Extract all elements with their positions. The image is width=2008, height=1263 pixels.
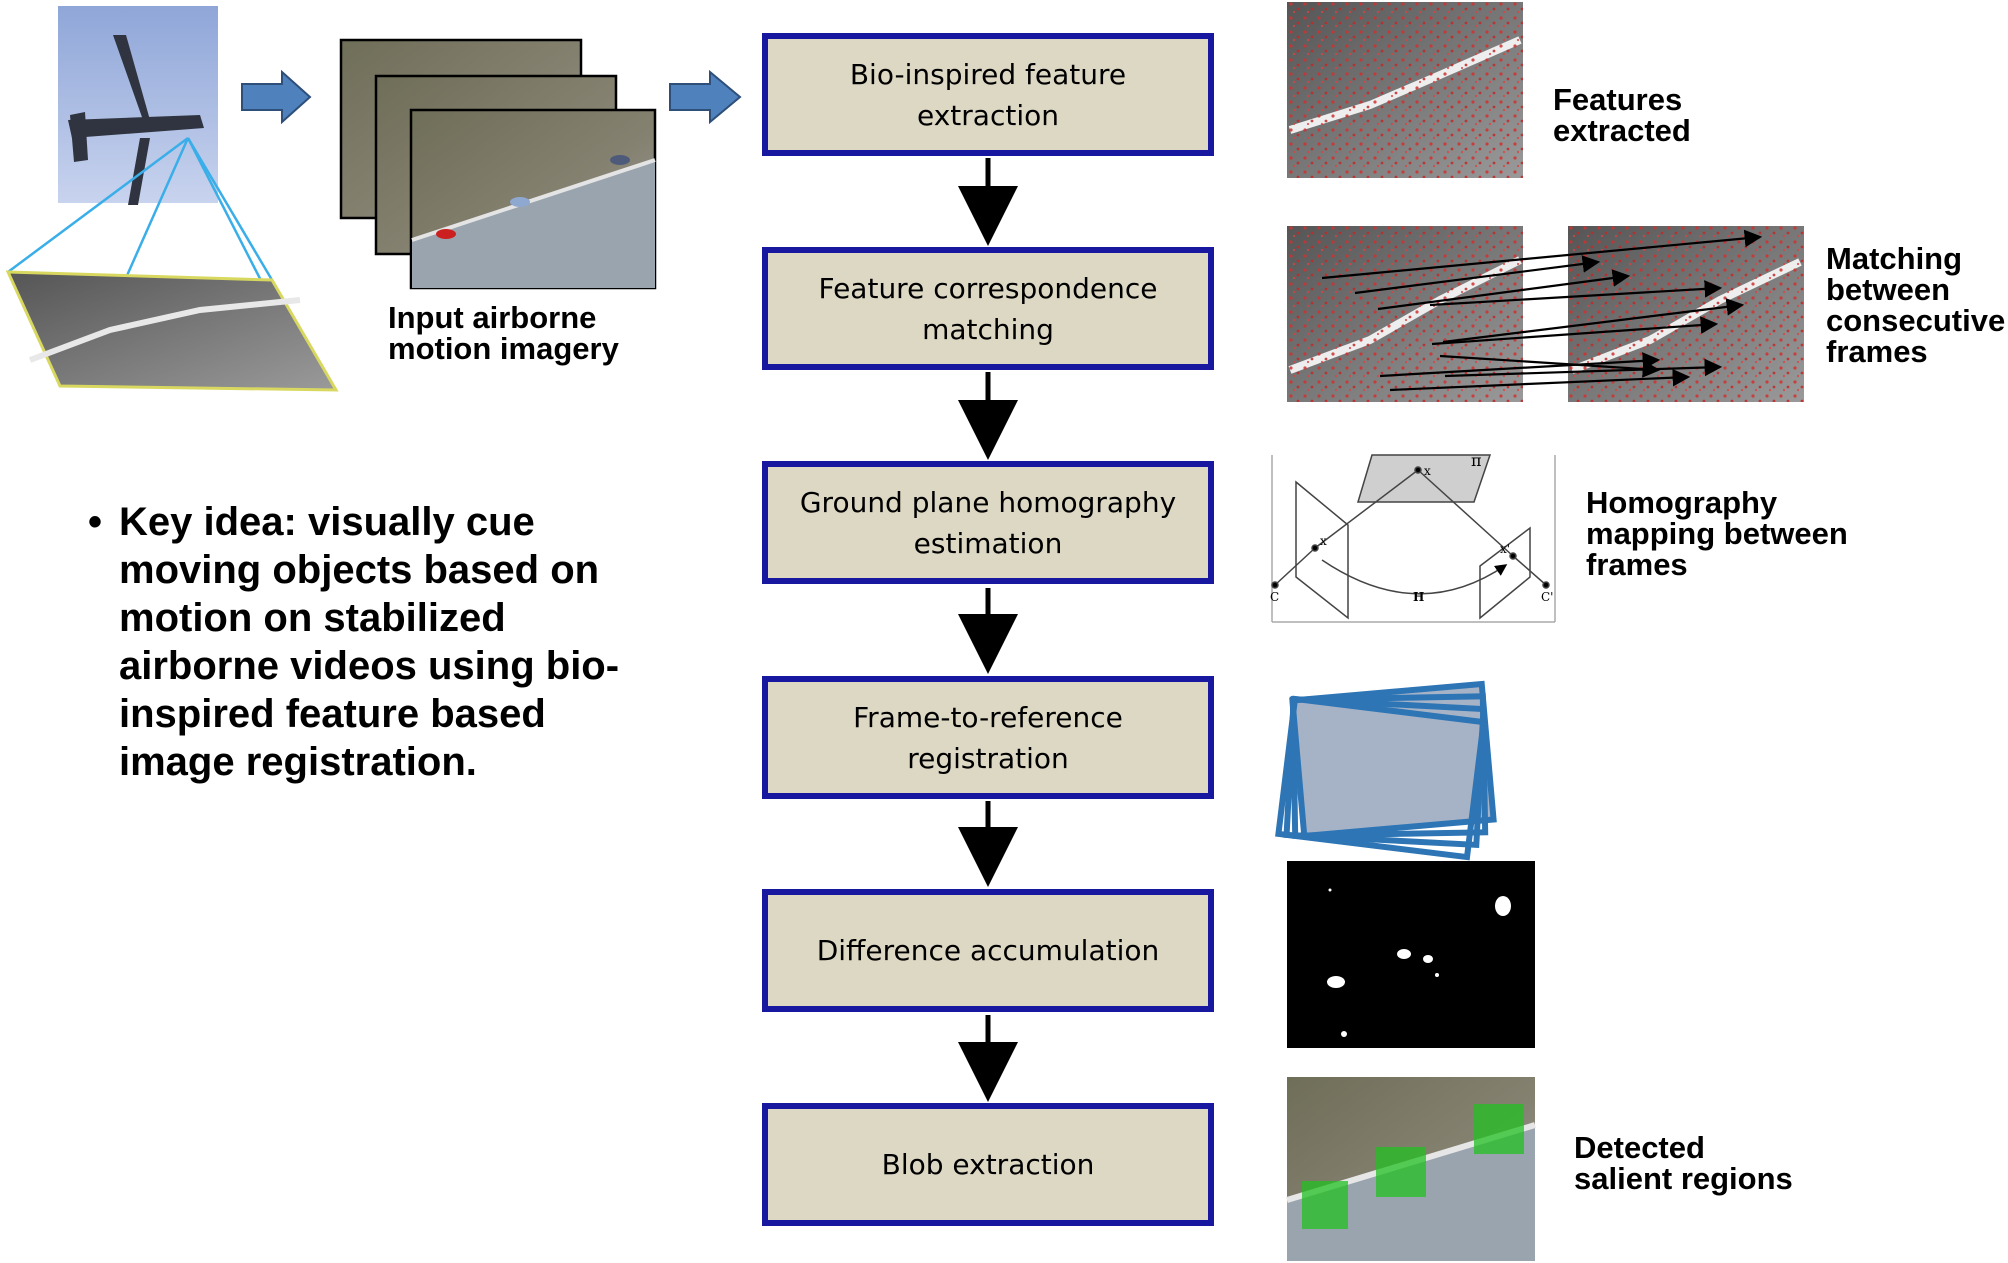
input-arrow-2: [669, 69, 742, 125]
step-label: Difference accumulation: [816, 934, 1160, 967]
label-pi: π: [1471, 451, 1482, 470]
label-C-right: C': [1541, 590, 1553, 604]
aircraft-illustration: [5, 6, 339, 392]
step-blob-extraction: Blob extraction: [762, 1103, 1214, 1226]
step-difference-accumulation: Difference accumulation: [762, 889, 1214, 1012]
detection-box-3: [1474, 1104, 1524, 1154]
label-x-prime: x': [1500, 542, 1510, 556]
label-detected-regions: Detected salient regions: [1574, 1130, 1793, 1196]
step-feature-extraction: Bio-inspired feature extraction: [762, 33, 1214, 156]
step-correspondence-matching: Feature correspondence matching: [762, 247, 1214, 370]
matching-images: [1287, 226, 1804, 402]
step-label: Frame-to-reference registration: [853, 700, 1123, 775]
homography-diagram: [1271, 454, 1556, 623]
ground-footprint-image: [5, 270, 339, 392]
detected-salient-image: [1286, 1077, 1536, 1261]
difference-accumulation-image: [1287, 861, 1535, 1048]
input-arrow-1: [241, 69, 312, 125]
step-label: Feature correspondence matching: [818, 271, 1158, 346]
features-extracted-image: [1287, 2, 1523, 178]
label-matching: Matching between consecutive frames: [1826, 241, 2006, 369]
label-H: H: [1413, 590, 1424, 604]
detection-box-1: [1302, 1181, 1348, 1229]
step-frame-registration: Frame-to-reference registration: [762, 676, 1214, 799]
step-label: Blob extraction: [881, 1148, 1095, 1181]
label-homography: Homography mapping between frames: [1586, 485, 1848, 582]
label-features-extracted: Features extracted: [1553, 82, 1691, 148]
label-C-left: C: [1270, 590, 1279, 604]
label-x: x: [1320, 534, 1327, 548]
homography-labels: π x x x' H C C': [1270, 451, 1553, 604]
label-x-pi: x: [1424, 464, 1431, 478]
step-label: Ground plane homography estimation: [799, 485, 1177, 560]
input-frame-stack: [339, 38, 657, 290]
key-idea-text: Key idea: visually cue moving objects ba…: [119, 500, 620, 784]
detection-box-2: [1376, 1147, 1426, 1197]
step-homography-estimation: Ground plane homography estimation: [762, 461, 1214, 584]
camera-plane-left: [1295, 480, 1349, 620]
label-input-imagery: Input airborne motion imagery: [388, 300, 619, 366]
uav-icon: [68, 35, 204, 205]
step-label: Bio-inspired feature extraction: [849, 57, 1127, 132]
match-arrows: [1321, 229, 1763, 392]
registration-frames: [1275, 680, 1497, 861]
key-idea-bullet: • Key idea: visually cue moving objects …: [88, 498, 648, 786]
bullet-icon: •: [88, 500, 103, 544]
